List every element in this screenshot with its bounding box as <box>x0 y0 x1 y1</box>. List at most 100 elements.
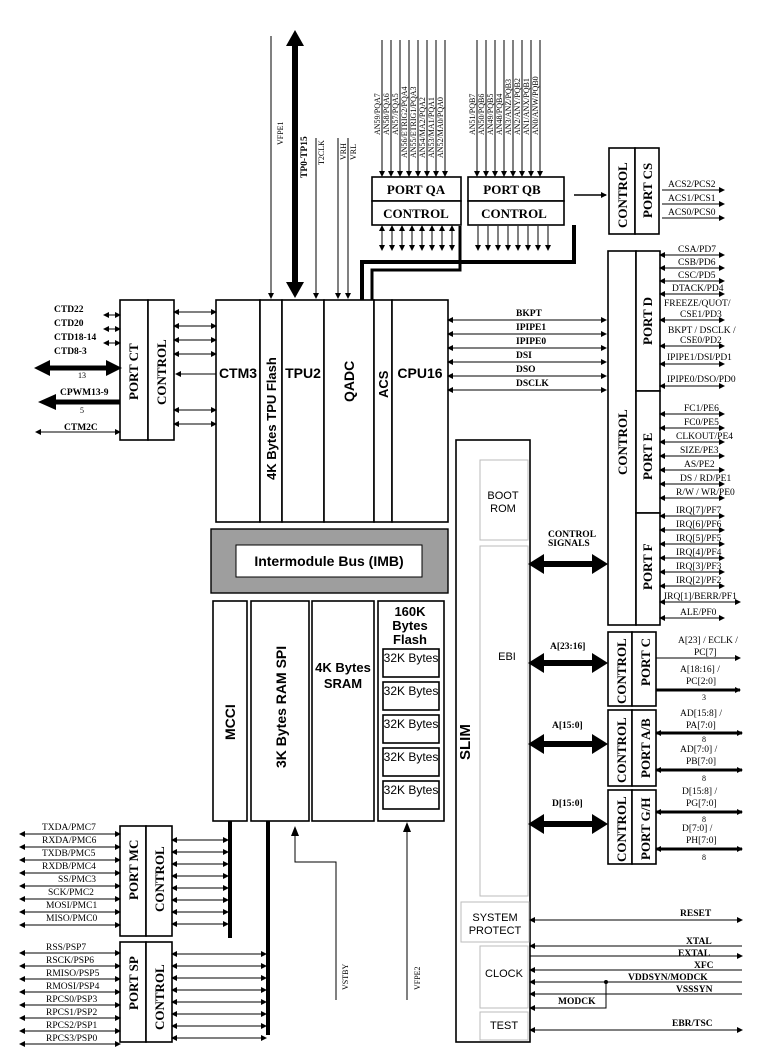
port-c-label: PORT C <box>638 638 653 686</box>
ebi-label: EBI <box>498 651 516 663</box>
port-mc-pin: MOSI/PMC1 <box>46 901 97 911</box>
port-ab-pin: PB[7:0] <box>686 757 716 767</box>
system-pins: RESET XTAL EXTAL XFC VDDSYN/MODCK VSSSYN… <box>529 909 743 1033</box>
qa-pin-label: AN57/PQA5 <box>391 93 400 135</box>
mcci-label: MCCI <box>222 704 238 740</box>
qa-pin-label: AN55/ETRIG1/PQA3 <box>409 86 418 158</box>
qa-pin-label: AN54/MA2/PQA2 <box>418 97 427 158</box>
clock-label: CLOCK <box>485 968 524 980</box>
port-f-label: PORT F <box>640 543 655 590</box>
port-mc-pin: RXDA/PMC6 <box>42 836 97 846</box>
port-qb-block: PORT QB CONTROL <box>467 176 565 226</box>
port-gh-pin: PG[7:0] <box>686 799 717 809</box>
sram-label: 4K Bytes <box>315 660 371 675</box>
port-ct-bus-width: 5 <box>80 406 84 415</box>
port-e-pin: CLKOUT/PE4 <box>676 432 733 442</box>
port-f-pin: IRQ[4]/PF4 <box>676 548 722 558</box>
port-f-pin: ALE/PF0 <box>680 608 717 618</box>
qa-pin-lines <box>379 40 448 177</box>
right-control-block: CONTROL PORT D PORT E PORT F <box>607 250 661 626</box>
vrh-label: VRH <box>339 143 348 160</box>
port-d-pin: CSE1/PD3 <box>680 310 722 320</box>
boot-rom-label: ROM <box>490 503 516 515</box>
port-f-pin: IRQ[2]/PF2 <box>676 576 722 586</box>
port-c-pin: PC[2:0] <box>686 677 716 687</box>
port-qa-block: PORT QA CONTROL <box>371 176 462 226</box>
port-ab-block: CONTROL PORT A/B AD[15:8] / PA[7:0] 8 AD… <box>607 709 743 787</box>
port-e-pin: DS / RD/PE1 <box>680 474 731 484</box>
qb-pin-label: AN49/PQB5 <box>486 94 495 135</box>
port-qb-label: PORT QB <box>483 182 541 197</box>
port-c-control-label: CONTROL <box>614 638 629 704</box>
port-sp-pin: RSCK/PSP6 <box>46 956 94 966</box>
port-gh-control-label: CONTROL <box>614 796 629 862</box>
port-sp-pin: RMOSI/PSP4 <box>46 982 100 992</box>
vfpe2-label: VFPE2 <box>413 966 422 990</box>
cpu-signal-label: DSI <box>516 351 532 361</box>
port-ct-pin: CTD18-14 <box>54 333 96 343</box>
port-gh-pin: PH[7:0] <box>686 836 717 846</box>
t2clk-label: T2CLK <box>317 140 326 165</box>
flash-block-label: 32K Bytes <box>384 651 439 665</box>
flash-block-label: 32K Bytes <box>384 750 439 764</box>
cpu-signal-label: IPIPE1 <box>516 323 546 333</box>
port-sp-pin: RPCS2/PSP1 <box>46 1021 97 1031</box>
port-mc-pin: SCK/PMC2 <box>48 888 94 898</box>
port-sp-pin: RSS/PSP7 <box>46 943 86 953</box>
port-sp-pin: RPCS3/PSP0 <box>46 1034 97 1044</box>
port-c-pin: PC[7] <box>694 648 717 658</box>
port-f-pin: IRQ[1]/BERR/PF1 <box>664 592 737 602</box>
qb-pin-label: AN2/ANY/PQB2 <box>513 78 522 135</box>
port-ab-pin: AD[15:8] / <box>680 709 722 719</box>
xfc-label: XFC <box>694 961 714 971</box>
port-gh-bus-width: 8 <box>702 815 706 824</box>
port-d-pin: CSA/PD7 <box>678 245 716 255</box>
qa-pin-label: AN58/PQA6 <box>382 93 391 135</box>
qb-pin-labels: AN51/PQB7 AN50/PQB6 AN49/PQB5 AN48/PQB4 … <box>468 76 540 135</box>
cpu-signal-label: DSCLK <box>516 379 549 389</box>
port-e-label: PORT E <box>640 433 655 480</box>
port-sp-label: PORT SP <box>126 956 141 1010</box>
port-cs-pin: ACS0/PCS0 <box>668 208 716 218</box>
flash-block-label: 32K Bytes <box>384 717 439 731</box>
port-cs-pin: ACS1/PCS1 <box>668 194 716 204</box>
qb-pin-label: AN48/PQB4 <box>495 94 504 135</box>
port-c-pin: A[18:16] / <box>680 665 720 675</box>
qb-pin-label: AN3/ANZ/PQB3 <box>504 79 513 135</box>
qa-pin-label: AN53/MA1/PQA1 <box>427 97 436 158</box>
qa-pin-label: AN56/ETRIG2/PQA4 <box>400 86 409 158</box>
spi-ram-label: 3K Bytes RAM SPI <box>273 646 289 768</box>
port-d-pin: CSB/PD6 <box>678 258 716 268</box>
qb-pin-label: AN0/ANW/PQB0 <box>531 76 540 135</box>
port-cs-control-label: CONTROL <box>615 162 630 228</box>
port-ab-pin: PA[7:0] <box>686 721 716 731</box>
port-ct-pin: CTD8-3 <box>54 347 87 357</box>
right-control-label: CONTROL <box>615 409 630 475</box>
port-sp-block: PORT SP CONTROL RSS/PSP7 RSCK/PSP6 RMISO… <box>19 941 267 1047</box>
vstby-label: VSTBY <box>341 964 350 990</box>
port-f-pin: IRQ[3]/PF3 <box>676 562 722 572</box>
ebr-label: EBR/TSC <box>672 1019 713 1029</box>
port-e-pin: FC0/PE5 <box>684 418 719 428</box>
port-gh-bus-width: 8 <box>702 853 706 862</box>
port-ab-pin: AD[7:0] / <box>680 745 718 755</box>
port-ab-bus-width: 8 <box>702 735 706 744</box>
port-mc-pin: TXDA/PMC7 <box>42 823 96 833</box>
qa-pin-labels: AN59/PQA7 AN58/PQA6 AN57/PQA5 AN56/ETRIG… <box>373 86 445 158</box>
flash-label: 160K <box>394 604 426 619</box>
port-f-pins: IRQ[7]/PF7 IRQ[6]/PF6 IRQ[5]/PF5 IRQ[4]/… <box>659 506 741 621</box>
qa-pin-label: AN59/PQA7 <box>373 93 382 135</box>
port-ct-pin: CTM2C <box>64 423 98 433</box>
qa-pin-label: AN52/MA0/PQA0 <box>436 97 445 158</box>
slim-block: SLIM BOOT ROM EBI SYSTEM PROTECT CLOCK T… <box>455 439 531 1043</box>
cpu16-label: CPU16 <box>397 365 442 381</box>
port-d-pins: CSA/PD7 CSB/PD6 CSC/PD5 DTACK/PD4 FREEZE… <box>659 245 736 389</box>
system-protect-label: SYSTEM <box>472 912 517 924</box>
port-qb-control-label: CONTROL <box>481 206 547 221</box>
sram-label: SRAM <box>324 676 362 691</box>
port-mc-pin: TXDB/PMC5 <box>42 849 96 859</box>
port-qa-control-label: CONTROL <box>383 206 449 221</box>
port-d-label: PORT D <box>640 297 655 345</box>
xtal-label: XTAL <box>686 937 712 947</box>
